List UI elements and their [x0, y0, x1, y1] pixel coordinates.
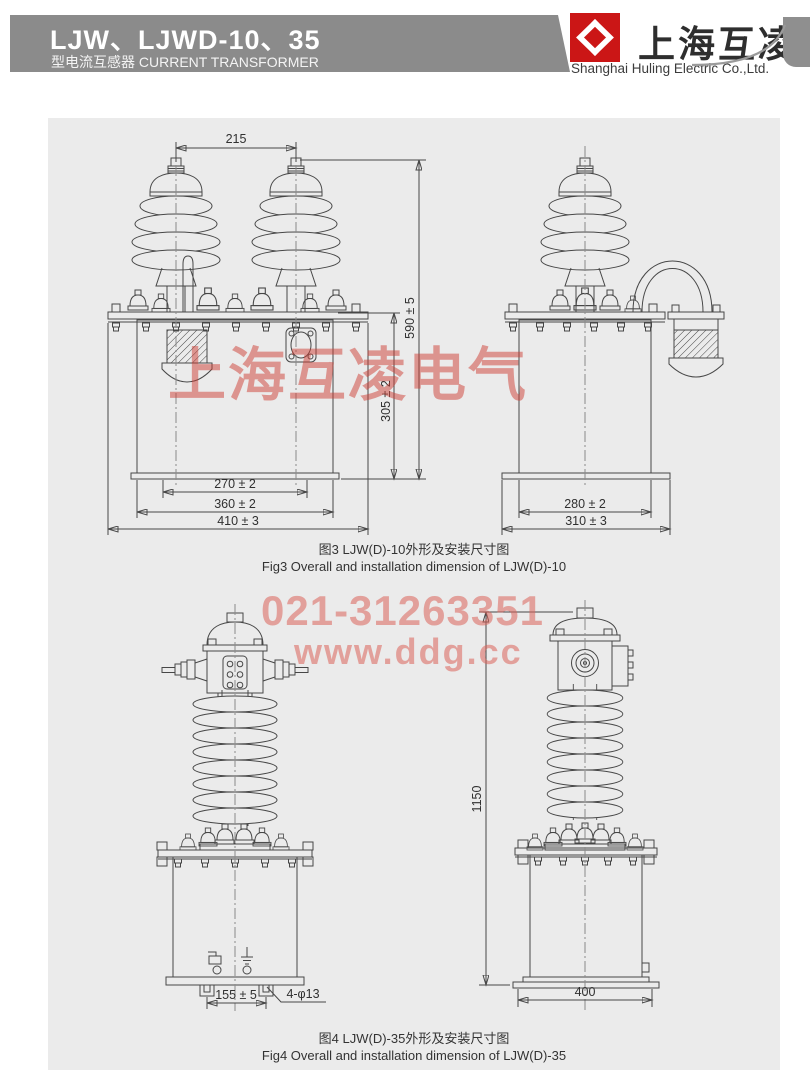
- dim-base-width-35: 400: [575, 985, 596, 999]
- header-banner: LJW、LJWD-10、35 型电流互感器 CURRENT TRANSFORME…: [10, 15, 570, 72]
- company-name-cn: 上海互凌: [638, 24, 798, 65]
- page-title: LJW、LJWD-10、35: [50, 25, 321, 55]
- fig4-front-view: [156, 604, 314, 1011]
- fig4-caption: 图4 LJW(D)-35外形及安装尺寸图 Fig4 Overall and in…: [48, 1031, 780, 1064]
- dim-side-base-width: 310 ± 3: [565, 514, 607, 528]
- header-swoosh-line: [691, 24, 787, 67]
- dim-foot-span: 155 ± 5: [215, 988, 257, 1002]
- fig3-side-dimensions: 280 ± 2 310 ± 3: [501, 480, 670, 535]
- corner-decoration: [783, 17, 810, 67]
- fig3-caption-en: Fig3 Overall and installation dimension …: [261, 558, 567, 574]
- fig3-caption: 图3 LJW(D)-10外形及安装尺寸图 Fig3 Overall and in…: [48, 542, 780, 575]
- fig4-side-dimensions: 400 1150: [470, 611, 652, 1007]
- dim-mount-holes: 4-φ13: [286, 987, 319, 1001]
- dim-terminal-span: 215: [226, 132, 247, 146]
- dim-body-height: 305 ± 2: [379, 380, 393, 422]
- dim-overall-width: 410 ± 3: [217, 514, 259, 528]
- fig4-caption-en: Fig4 Overall and installation dimension …: [261, 1047, 567, 1063]
- dim-base-width: 360 ± 2: [214, 497, 256, 511]
- dim-overall-height: 590 ± 5: [403, 297, 417, 339]
- fig3-side-view: [501, 146, 725, 488]
- company-name-en: Shanghai Huling Electric Co.,Ltd.: [571, 61, 770, 76]
- fig4-front-dimensions: 155 ± 5 4-φ13: [206, 986, 326, 1009]
- subtitle-cn: 型电流互感器: [51, 54, 135, 70]
- fig3-front-dimensions: 215 590 ± 5 305 ± 2 270 ± 2 360 ± 2 410 …: [107, 132, 426, 535]
- fig4-side-view: [512, 600, 660, 1011]
- dim-overall-height-35: 1150: [470, 786, 484, 813]
- company-logo-icon: [570, 13, 620, 62]
- page-subtitle: 型电流互感器 CURRENT TRANSFORMER: [51, 52, 319, 72]
- technical-drawing: 215 590 ± 5 305 ± 2 270 ± 2 360 ± 2 410 …: [107, 132, 725, 1011]
- subtitle-en: CURRENT TRANSFORMER: [138, 54, 319, 70]
- dim-hole-span: 270 ± 2: [214, 477, 256, 491]
- drawing-panel: 215 590 ± 5 305 ± 2 270 ± 2 360 ± 2 410 …: [48, 118, 780, 1070]
- fig4-caption-cn: 图4 LJW(D)-35外形及安装尺寸图: [318, 1031, 510, 1046]
- dim-side-body-width: 280 ± 2: [564, 497, 606, 511]
- fig3-caption-cn: 图3 LJW(D)-10外形及安装尺寸图: [318, 542, 510, 557]
- fig3-front-view: [107, 146, 369, 488]
